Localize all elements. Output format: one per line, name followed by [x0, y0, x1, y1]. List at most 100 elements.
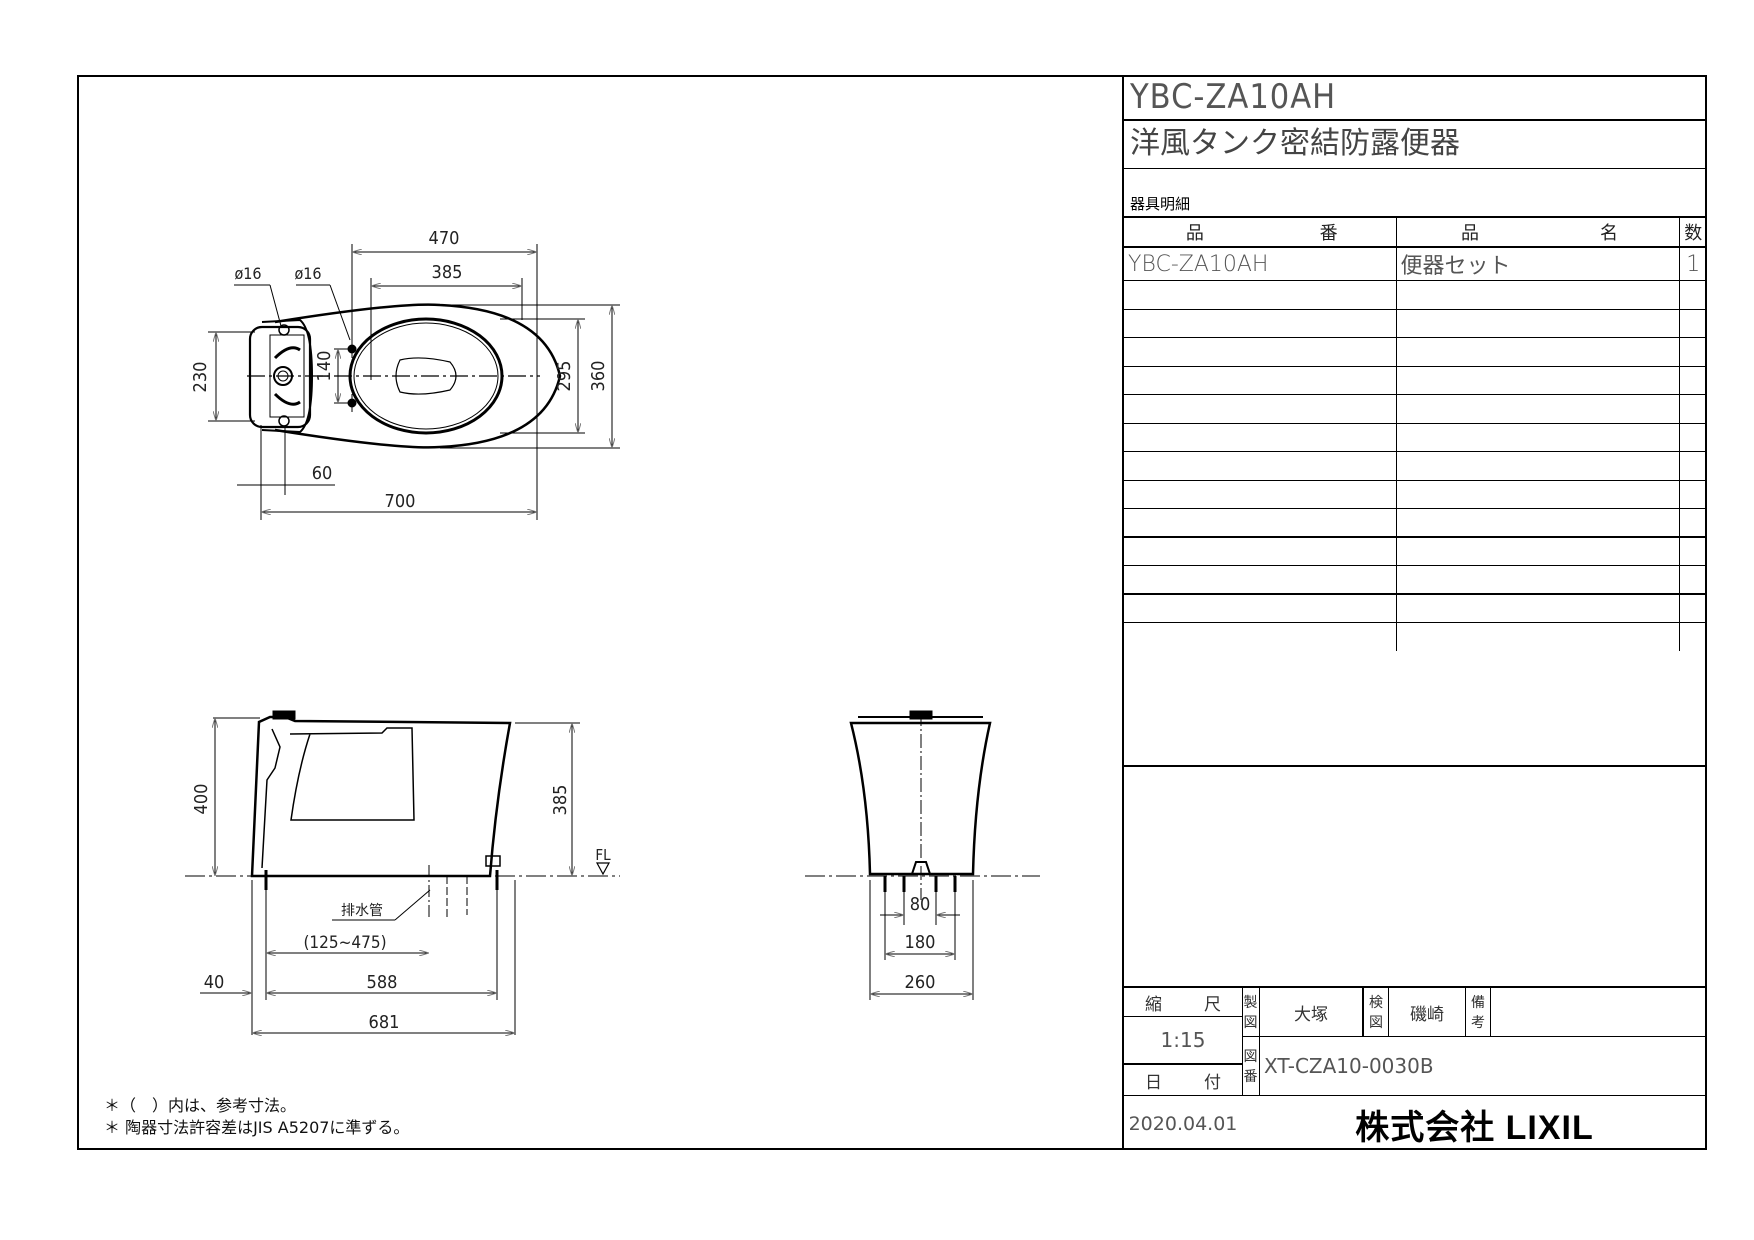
note-reference-dims: ＊（ ）内は、参考寸法。 [104, 1096, 297, 1115]
cell-part-number [1124, 451, 1397, 480]
side-view: 400 385 FL 排水管 (125~475) 40 588 681 [185, 710, 620, 1035]
table-row [1124, 451, 1707, 480]
cell-part-name [1396, 337, 1680, 366]
checked-by-label: 検図 [1369, 995, 1383, 1031]
table-row [1124, 536, 1707, 566]
parts-table-header: 品番 品名 数 [1124, 216, 1707, 247]
parts-table-end-line [1124, 765, 1707, 767]
cell-quantity [1679, 394, 1707, 423]
cell-part-name [1396, 565, 1680, 594]
cell-quantity [1679, 536, 1707, 566]
dim-295: 295 [554, 361, 575, 392]
dim-700: 700 [385, 491, 416, 512]
cell-part-name [1396, 422, 1680, 452]
cell-part-name [1396, 536, 1680, 566]
cell-part-number [1124, 365, 1397, 395]
cell-quantity [1679, 565, 1707, 594]
table-row [1124, 622, 1707, 651]
cell-part-number: YBC-ZA10AH [1124, 246, 1397, 281]
cell-part-name [1396, 593, 1680, 623]
dim-260: 260 [905, 972, 936, 993]
header-part-number-1: 品 [1185, 223, 1204, 244]
table-row [1124, 422, 1707, 452]
cell-part-number [1124, 565, 1397, 594]
cell-quantity [1679, 479, 1707, 509]
header-part-name-2: 名 [1600, 223, 1618, 244]
cell-part-number [1124, 593, 1397, 623]
table-row [1124, 593, 1707, 623]
dim-phi16-right: ø16 [294, 264, 321, 283]
dim-phi16-left: ø16 [234, 264, 261, 283]
header-part-number-2: 番 [1319, 223, 1338, 244]
cell-part-name [1396, 622, 1680, 651]
cell-part-name [1396, 280, 1680, 309]
cell-part-name [1396, 508, 1680, 537]
dim-80: 80 [910, 894, 931, 915]
cell-quantity [1679, 451, 1707, 480]
floor-level-label: FL [595, 846, 611, 864]
cell-quantity [1679, 622, 1707, 651]
drawing-number-label: 図番 [1243, 1049, 1258, 1085]
cell-quantity [1679, 365, 1707, 395]
dim-385-height: 385 [550, 785, 571, 816]
cell-quantity: 1 [1679, 246, 1707, 281]
date-value: 2020.04.01 [1128, 1113, 1238, 1135]
drawing-info-block: 縮尺 1:15 日付 2020.04.01 製図 大塚 検図 磯崎 備考 図番 … [1124, 986, 1707, 1150]
cell-quantity [1679, 337, 1707, 366]
dim-360: 360 [588, 361, 609, 392]
drawn-by-label: 製図 [1243, 995, 1258, 1031]
table-row [1124, 337, 1707, 366]
product-name: 洋風タンク密結防露便器 [1124, 121, 1707, 169]
dim-385: 385 [432, 262, 463, 283]
cell-part-number [1124, 308, 1397, 338]
model-number: YBC-ZA10AH [1124, 75, 1707, 121]
company-logo: 株式会社 LIXIL [1355, 1108, 1594, 1147]
cell-quantity [1679, 308, 1707, 338]
remarks-value [1491, 988, 1707, 1036]
dim-60: 60 [312, 463, 333, 484]
header-quantity: 数 [1679, 216, 1707, 247]
cell-part-name [1396, 451, 1680, 480]
dim-140: 140 [314, 351, 335, 382]
cell-part-number [1124, 536, 1397, 566]
table-row [1124, 565, 1707, 594]
table-row [1124, 280, 1707, 309]
dim-588: 588 [367, 972, 398, 993]
cell-quantity [1679, 593, 1707, 623]
checked-by-value: 磯崎 [1410, 1004, 1444, 1025]
cell-quantity [1679, 422, 1707, 452]
table-row [1124, 508, 1707, 537]
front-view: 80 180 260 [805, 710, 1040, 1000]
plan-view: 470 385 ø16 ø16 230 140 295 360 60 700 [190, 228, 620, 520]
table-row [1124, 308, 1707, 338]
note-jis-tolerance: ＊ 陶器寸法許容差はJIS A5207に準ずる。 [104, 1118, 410, 1137]
drawing-number-value: XT-CZA10-0030B [1264, 1054, 1434, 1078]
drawn-by-value: 大塚 [1294, 1004, 1328, 1025]
date-label: 日付 [1145, 1072, 1221, 1093]
cell-part-name [1396, 394, 1680, 423]
dim-400: 400 [191, 784, 212, 815]
cell-part-number [1124, 422, 1397, 452]
cell-part-number [1124, 622, 1397, 651]
parts-list-label: 器具明細 [1130, 195, 1191, 213]
cell-quantity [1679, 508, 1707, 537]
table-row: YBC-ZA10AH 便器セット 1 [1124, 246, 1707, 281]
cell-part-number [1124, 394, 1397, 423]
cell-part-name [1396, 308, 1680, 338]
cell-part-number [1124, 479, 1397, 509]
table-row [1124, 394, 1707, 423]
cell-part-name [1396, 365, 1680, 395]
table-row [1124, 365, 1707, 395]
dim-40: 40 [204, 972, 225, 993]
table-row [1124, 479, 1707, 509]
scale-value: 1:15 [1160, 1028, 1206, 1052]
dim-470: 470 [429, 228, 460, 249]
title-block: YBC-ZA10AH 洋風タンク密結防露便器 器具明細 品 番 品 名 数 YBC-… [1122, 75, 1707, 1150]
dim-125-475: (125~475) [303, 933, 386, 953]
header-part-name-1: 品 [1461, 223, 1479, 244]
drain-pipe-label: 排水管 [341, 903, 383, 919]
cell-part-number [1124, 280, 1397, 309]
parts-table: 品 番 品 名 数 YBC-ZA10AH 便器セット 1 [1124, 216, 1707, 651]
